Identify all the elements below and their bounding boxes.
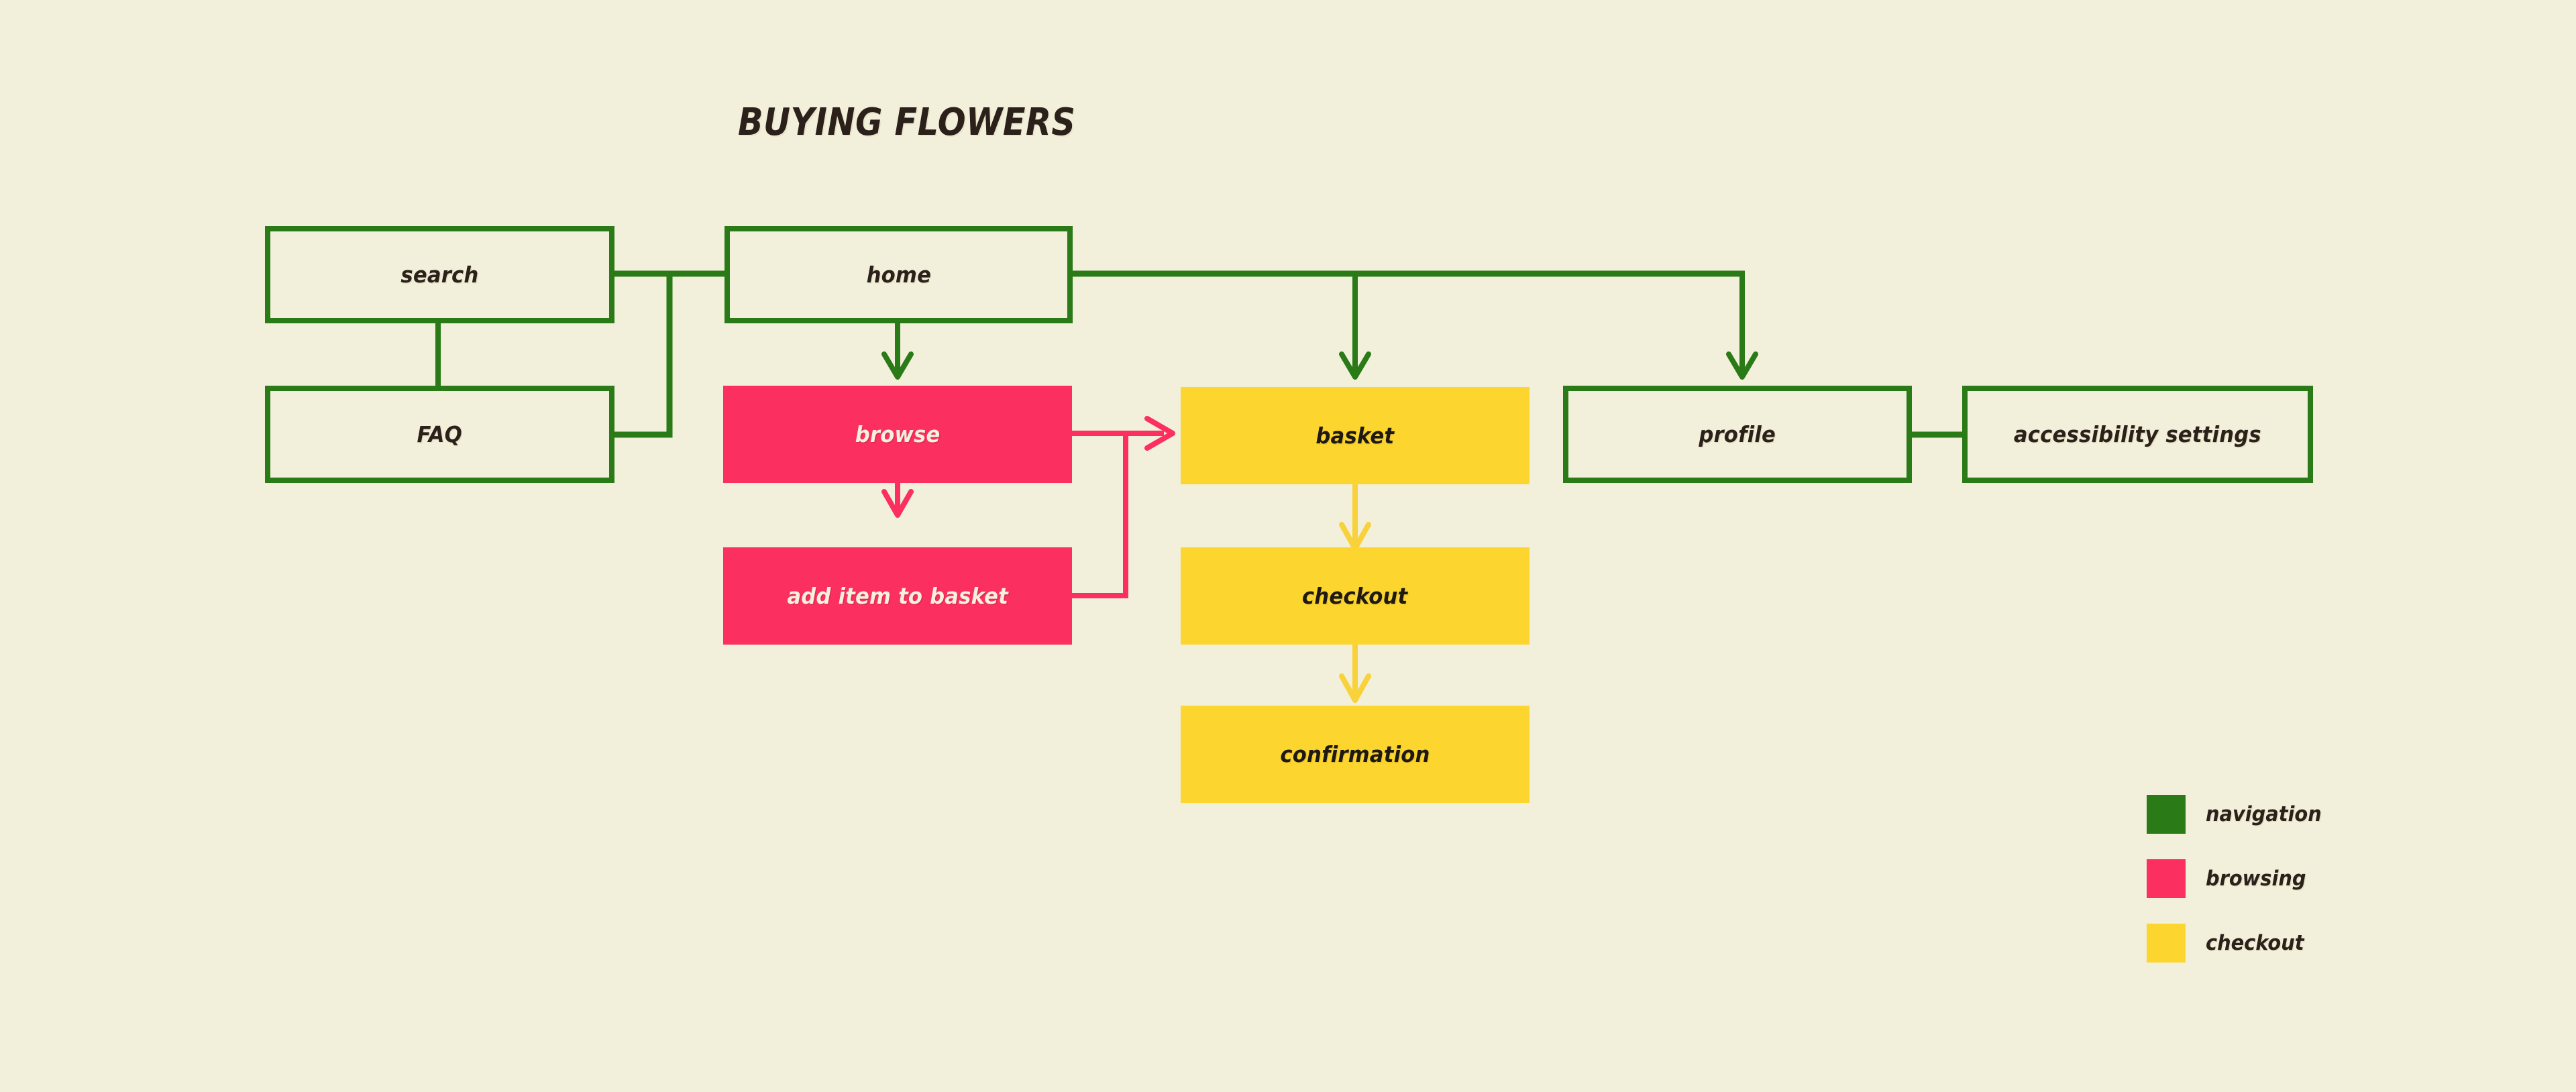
arrowhead-to-basket xyxy=(1144,416,1175,451)
legend-label-navigation: navigation xyxy=(2206,802,2322,826)
legend-label-browsing: browsing xyxy=(2206,867,2306,891)
page-title: BUYING FLOWERS xyxy=(738,101,1076,144)
node-accessibility-settings[interactable]: accessibility settings xyxy=(1962,386,2313,483)
node-checkout-label: checkout xyxy=(1302,583,1408,609)
node-accessibility-label: accessibility settings xyxy=(2014,421,2261,447)
wire-add-item-to-basket xyxy=(1072,433,1128,598)
arrowhead-home-to-basket xyxy=(1339,351,1371,380)
node-search-label: search xyxy=(400,262,479,288)
legend-swatch-browsing xyxy=(2147,859,2186,898)
legend-item-browsing: browsing xyxy=(2147,859,2330,898)
arrowhead-home-to-browse xyxy=(881,351,914,380)
node-add-item-to-basket[interactable]: add item to basket xyxy=(723,547,1072,645)
arrowhead-browse-to-add-item xyxy=(881,489,914,518)
node-profile-label: profile xyxy=(1699,421,1776,447)
node-faq[interactable]: FAQ xyxy=(265,386,614,483)
node-browse[interactable]: browse xyxy=(723,386,1072,483)
legend-item-checkout: checkout xyxy=(2147,924,2330,963)
wire-faq-to-home xyxy=(611,274,673,438)
legend-swatch-checkout xyxy=(2147,924,2186,963)
node-confirmation[interactable]: confirmation xyxy=(1181,706,1529,803)
node-confirmation-label: confirmation xyxy=(1280,741,1430,767)
node-add-item-label: add item to basket xyxy=(787,583,1008,609)
arrowhead-basket-to-checkout xyxy=(1339,522,1371,551)
node-home-label: home xyxy=(866,262,931,288)
arrowhead-home-to-profile xyxy=(1726,351,1758,380)
legend-label-checkout: checkout xyxy=(2206,931,2304,955)
arrowhead-checkout-to-confirmation xyxy=(1339,673,1371,703)
node-checkout[interactable]: checkout xyxy=(1181,547,1529,645)
node-basket-label: basket xyxy=(1316,423,1395,449)
node-faq-label: FAQ xyxy=(417,421,463,447)
node-search[interactable]: search xyxy=(265,226,614,323)
legend-swatch-navigation xyxy=(2147,795,2186,834)
node-basket[interactable]: basket xyxy=(1181,387,1529,484)
legend-item-navigation: navigation xyxy=(2147,795,2330,834)
node-profile[interactable]: profile xyxy=(1563,386,1912,483)
legend: navigation browsing checkout xyxy=(2147,795,2330,963)
node-browse-label: browse xyxy=(855,421,941,447)
node-home[interactable]: home xyxy=(724,226,1073,323)
